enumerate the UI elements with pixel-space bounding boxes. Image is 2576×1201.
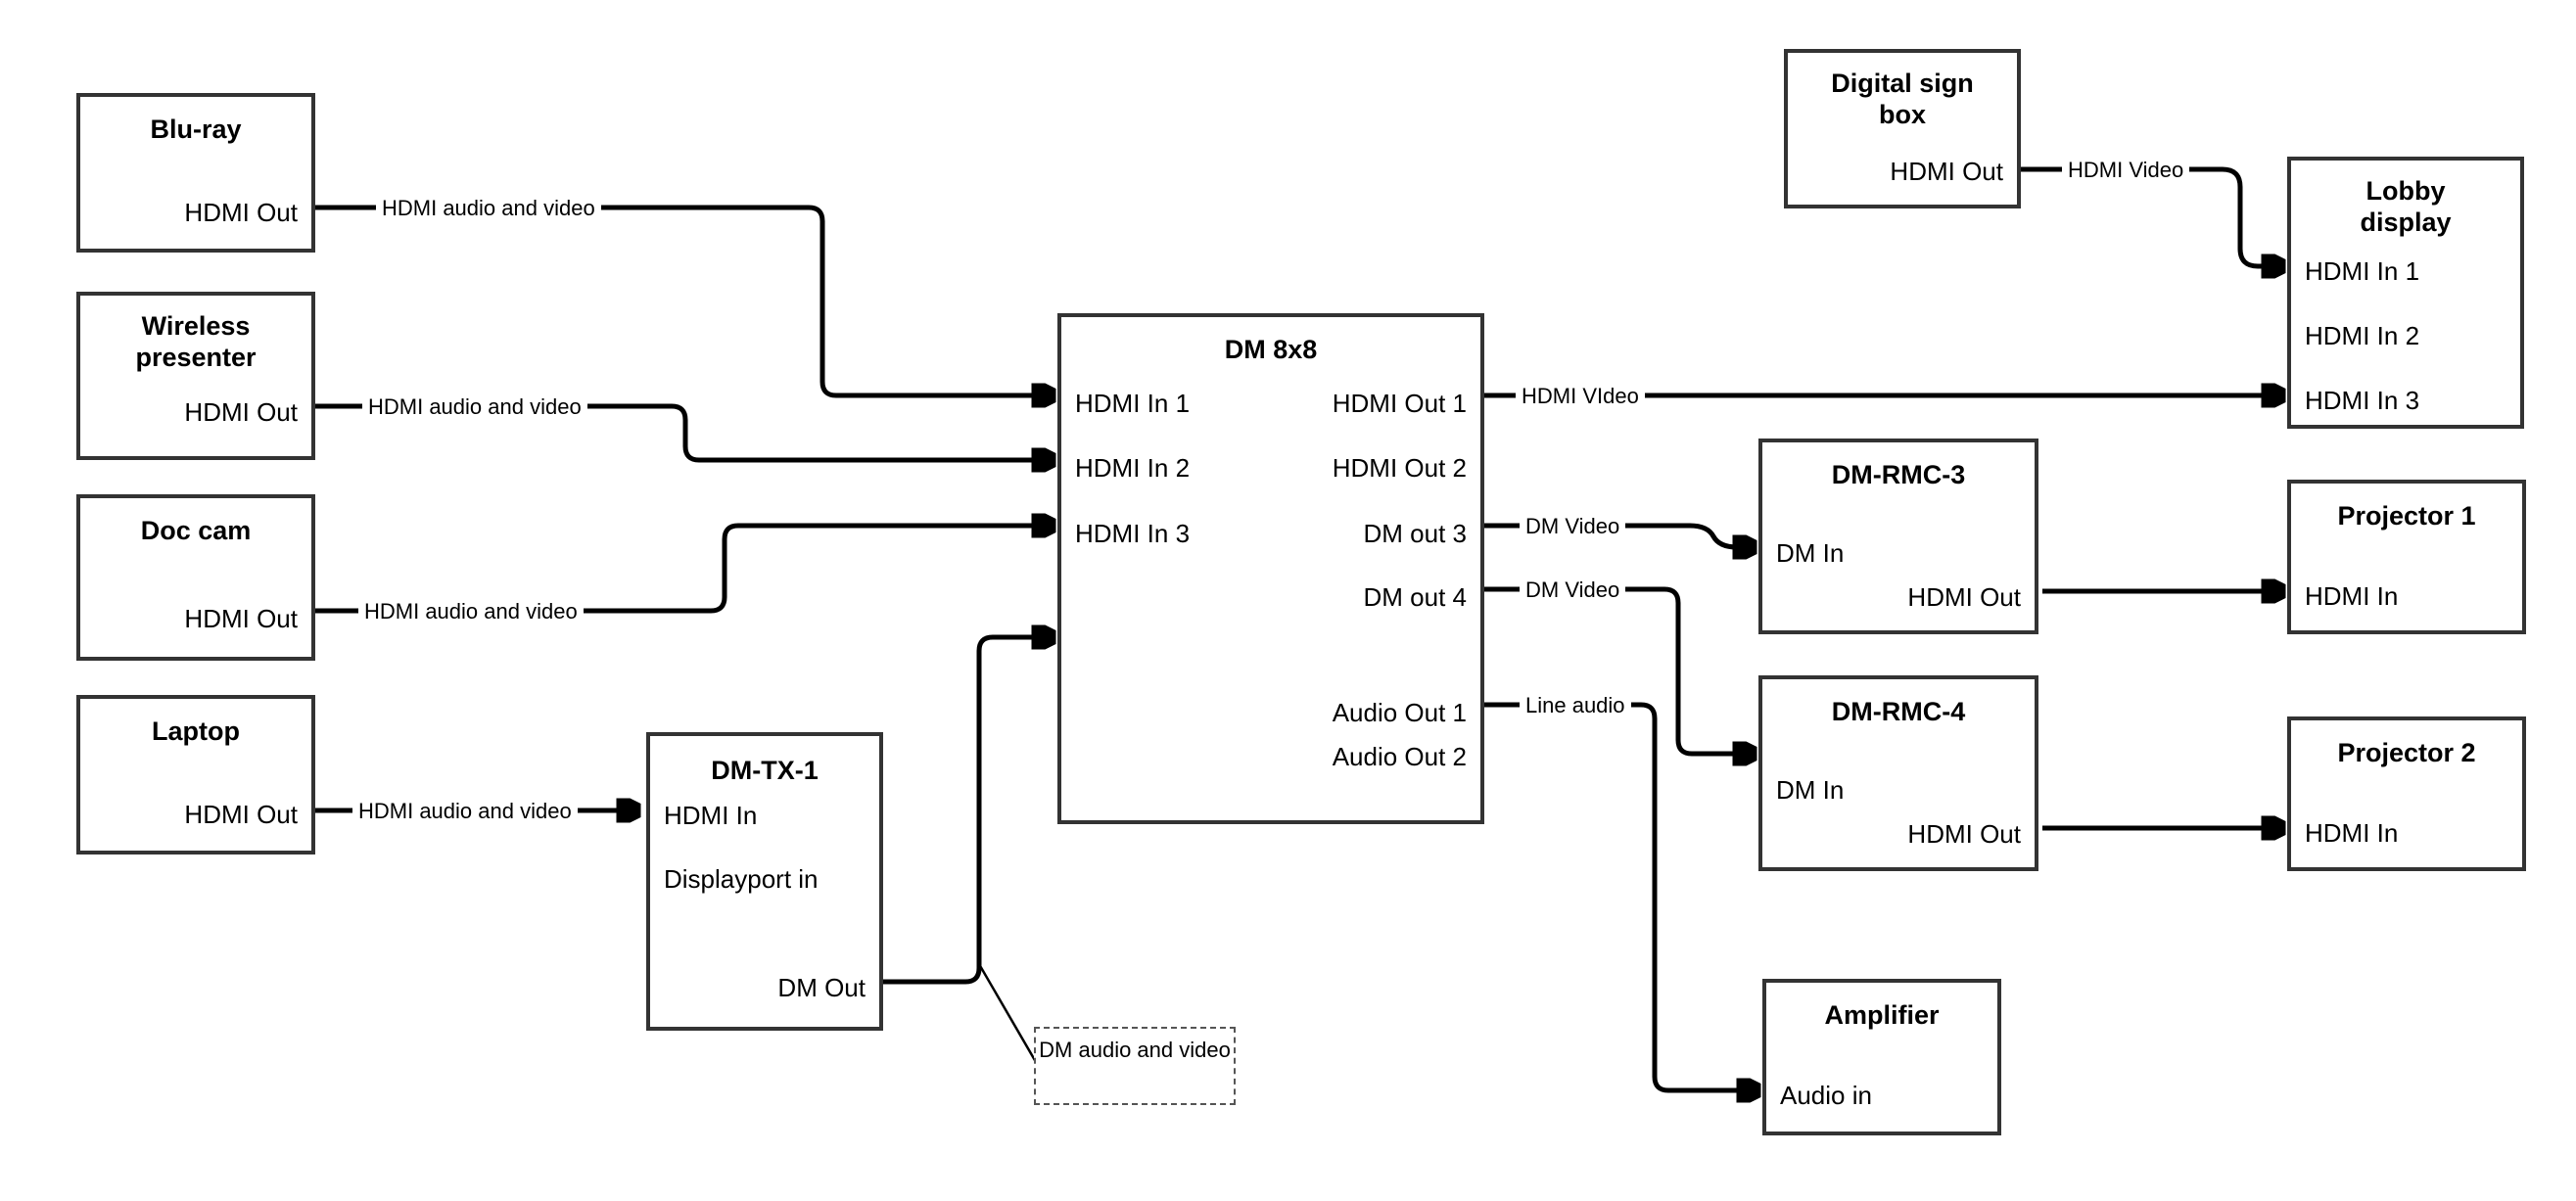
node-dm-tx-1[interactable]: DM-TX-1 HDMI In Displayport in DM Out — [646, 732, 883, 1031]
node-lobby-display-input-hdmi-in-1: HDMI In 1 — [2305, 256, 2420, 286]
node-projector-2[interactable]: Projector 2 HDMI In — [2287, 716, 2526, 871]
wire-dm8x8-dmout4-to-dmrmc4 — [1484, 586, 1755, 754]
node-laptop[interactable]: Laptop HDMI Out — [76, 695, 315, 855]
node-dm-rmc-4-port-dm-in: DM In — [1776, 775, 1845, 805]
node-amplifier-port-audio-in: Audio in — [1780, 1081, 1872, 1110]
node-dm-rmc-3[interactable]: DM-RMC-3 DM In HDMI Out — [1758, 439, 2038, 634]
node-digital-sign-box-title: Digital sign box — [1831, 69, 1974, 129]
node-dm-8x8-output-hdmi-out-1: HDMI Out 1 — [1332, 389, 1467, 418]
node-bluray[interactable]: Blu-ray HDMI Out — [76, 93, 315, 253]
node-dm-8x8-output-audio-out-2: Audio Out 2 — [1332, 742, 1467, 771]
node-wireless-presenter-port-hdmi-out: HDMI Out — [184, 397, 298, 427]
wire-dm8x8-audioout1-to-amplifier — [1484, 702, 1758, 1090]
wire-label-dmout3: DM Video — [1520, 516, 1626, 537]
wire-label-wireless: HDMI audio and video — [362, 396, 587, 418]
node-lobby-display[interactable]: Lobby display HDMI In 1 HDMI In 2 HDMI I… — [2287, 157, 2524, 429]
node-dm-rmc-3-title: DM-RMC-3 — [1831, 460, 1966, 489]
node-dm-tx-1-port-dm-out: DM Out — [777, 973, 866, 1002]
node-dm-8x8-title: DM 8x8 — [1224, 335, 1318, 364]
node-dm-rmc-4-port-hdmi-out: HDMI Out — [1907, 819, 2021, 849]
node-lobby-display-title: Lobby display — [2360, 176, 2452, 237]
node-dm-8x8[interactable]: DM 8x8 HDMI In 1 HDMI In 2 HDMI In 3 HDM… — [1057, 313, 1484, 824]
node-dm-8x8-output-dm-out-4: DM out 4 — [1363, 582, 1468, 612]
node-dm-rmc-3-port-dm-in: DM In — [1776, 538, 1845, 568]
node-dm-8x8-output-audio-out-1: Audio Out 1 — [1332, 698, 1467, 727]
node-wireless-presenter[interactable]: Wireless presenter HDMI Out — [76, 292, 315, 460]
node-doc-cam-port-hdmi-out: HDMI Out — [184, 604, 298, 633]
node-bluray-title: Blu-ray — [150, 115, 242, 144]
leader-dm-audio-video-annotation — [977, 963, 1038, 1063]
node-digital-sign-box-port-hdmi-out: HDMI Out — [1890, 157, 2003, 186]
node-lobby-display-input-hdmi-in-3: HDMI In 3 — [2305, 386, 2420, 415]
wire-dmtx1-to-dm8x8 — [883, 637, 1054, 985]
node-lobby-display-input-hdmi-in-2: HDMI In 2 — [2305, 321, 2420, 350]
node-amplifier[interactable]: Amplifier Audio in — [1762, 979, 2001, 1135]
node-dm-tx-1-port-hdmi-in: HDMI In — [664, 801, 758, 830]
node-dm-rmc-4[interactable]: DM-RMC-4 DM In HDMI Out — [1758, 675, 2038, 871]
node-projector-2-title: Projector 2 — [2337, 738, 2476, 767]
node-projector-2-port-hdmi-in: HDMI In — [2305, 818, 2399, 848]
node-dm-8x8-input-hdmi-in-1: HDMI In 1 — [1075, 389, 1191, 418]
node-bluray-port-hdmi-out: HDMI Out — [184, 198, 298, 227]
node-projector-1[interactable]: Projector 1 HDMI In — [2287, 480, 2526, 634]
node-dm-8x8-input-hdmi-in-3: HDMI In 3 — [1075, 519, 1191, 548]
wire-label-bluray: HDMI audio and video — [376, 198, 601, 219]
wire-doccam-to-dm8x8 — [315, 526, 1054, 614]
wire-label-dmout4: DM Video — [1520, 579, 1626, 601]
wire-label-doccam: HDMI audio and video — [358, 601, 584, 623]
wire-digitalsign-to-lobby — [2021, 166, 2283, 266]
node-laptop-port-hdmi-out: HDMI Out — [184, 800, 298, 829]
node-dm-rmc-3-port-hdmi-out: HDMI Out — [1907, 582, 2021, 612]
wire-bluray-to-dm8x8 — [315, 205, 1054, 395]
annotation-dm-audio-video: DM audio and video — [1034, 1027, 1236, 1105]
wire-label-laptop: HDMI audio and video — [352, 801, 578, 822]
node-dm-8x8-output-hdmi-out-2: HDMI Out 2 — [1332, 453, 1467, 483]
node-laptop-title: Laptop — [152, 716, 240, 746]
node-digital-sign-box[interactable]: Digital sign box HDMI Out — [1784, 49, 2021, 208]
node-amplifier-title: Amplifier — [1824, 1000, 1940, 1030]
node-dm-rmc-4-title: DM-RMC-4 — [1831, 697, 1966, 726]
node-dm-8x8-output-dm-out-3: DM out 3 — [1363, 519, 1468, 548]
wire-label-hdmiout1: HDMI VIdeo — [1516, 386, 1645, 407]
node-dm-tx-1-port-displayport-in: Displayport in — [664, 864, 819, 894]
node-projector-1-port-hdmi-in: HDMI In — [2305, 581, 2399, 611]
node-dm-tx-1-title: DM-TX-1 — [711, 756, 819, 785]
node-wireless-presenter-title: Wireless presenter — [135, 311, 257, 372]
node-doc-cam-title: Doc cam — [140, 516, 252, 545]
wire-label-digitalsign: HDMI Video — [2062, 160, 2190, 181]
wire-label-audioout1: Line audio — [1520, 695, 1631, 716]
node-dm-8x8-input-hdmi-in-2: HDMI In 2 — [1075, 453, 1191, 483]
node-projector-1-title: Projector 1 — [2337, 501, 2476, 531]
node-doc-cam[interactable]: Doc cam HDMI Out — [76, 494, 315, 661]
